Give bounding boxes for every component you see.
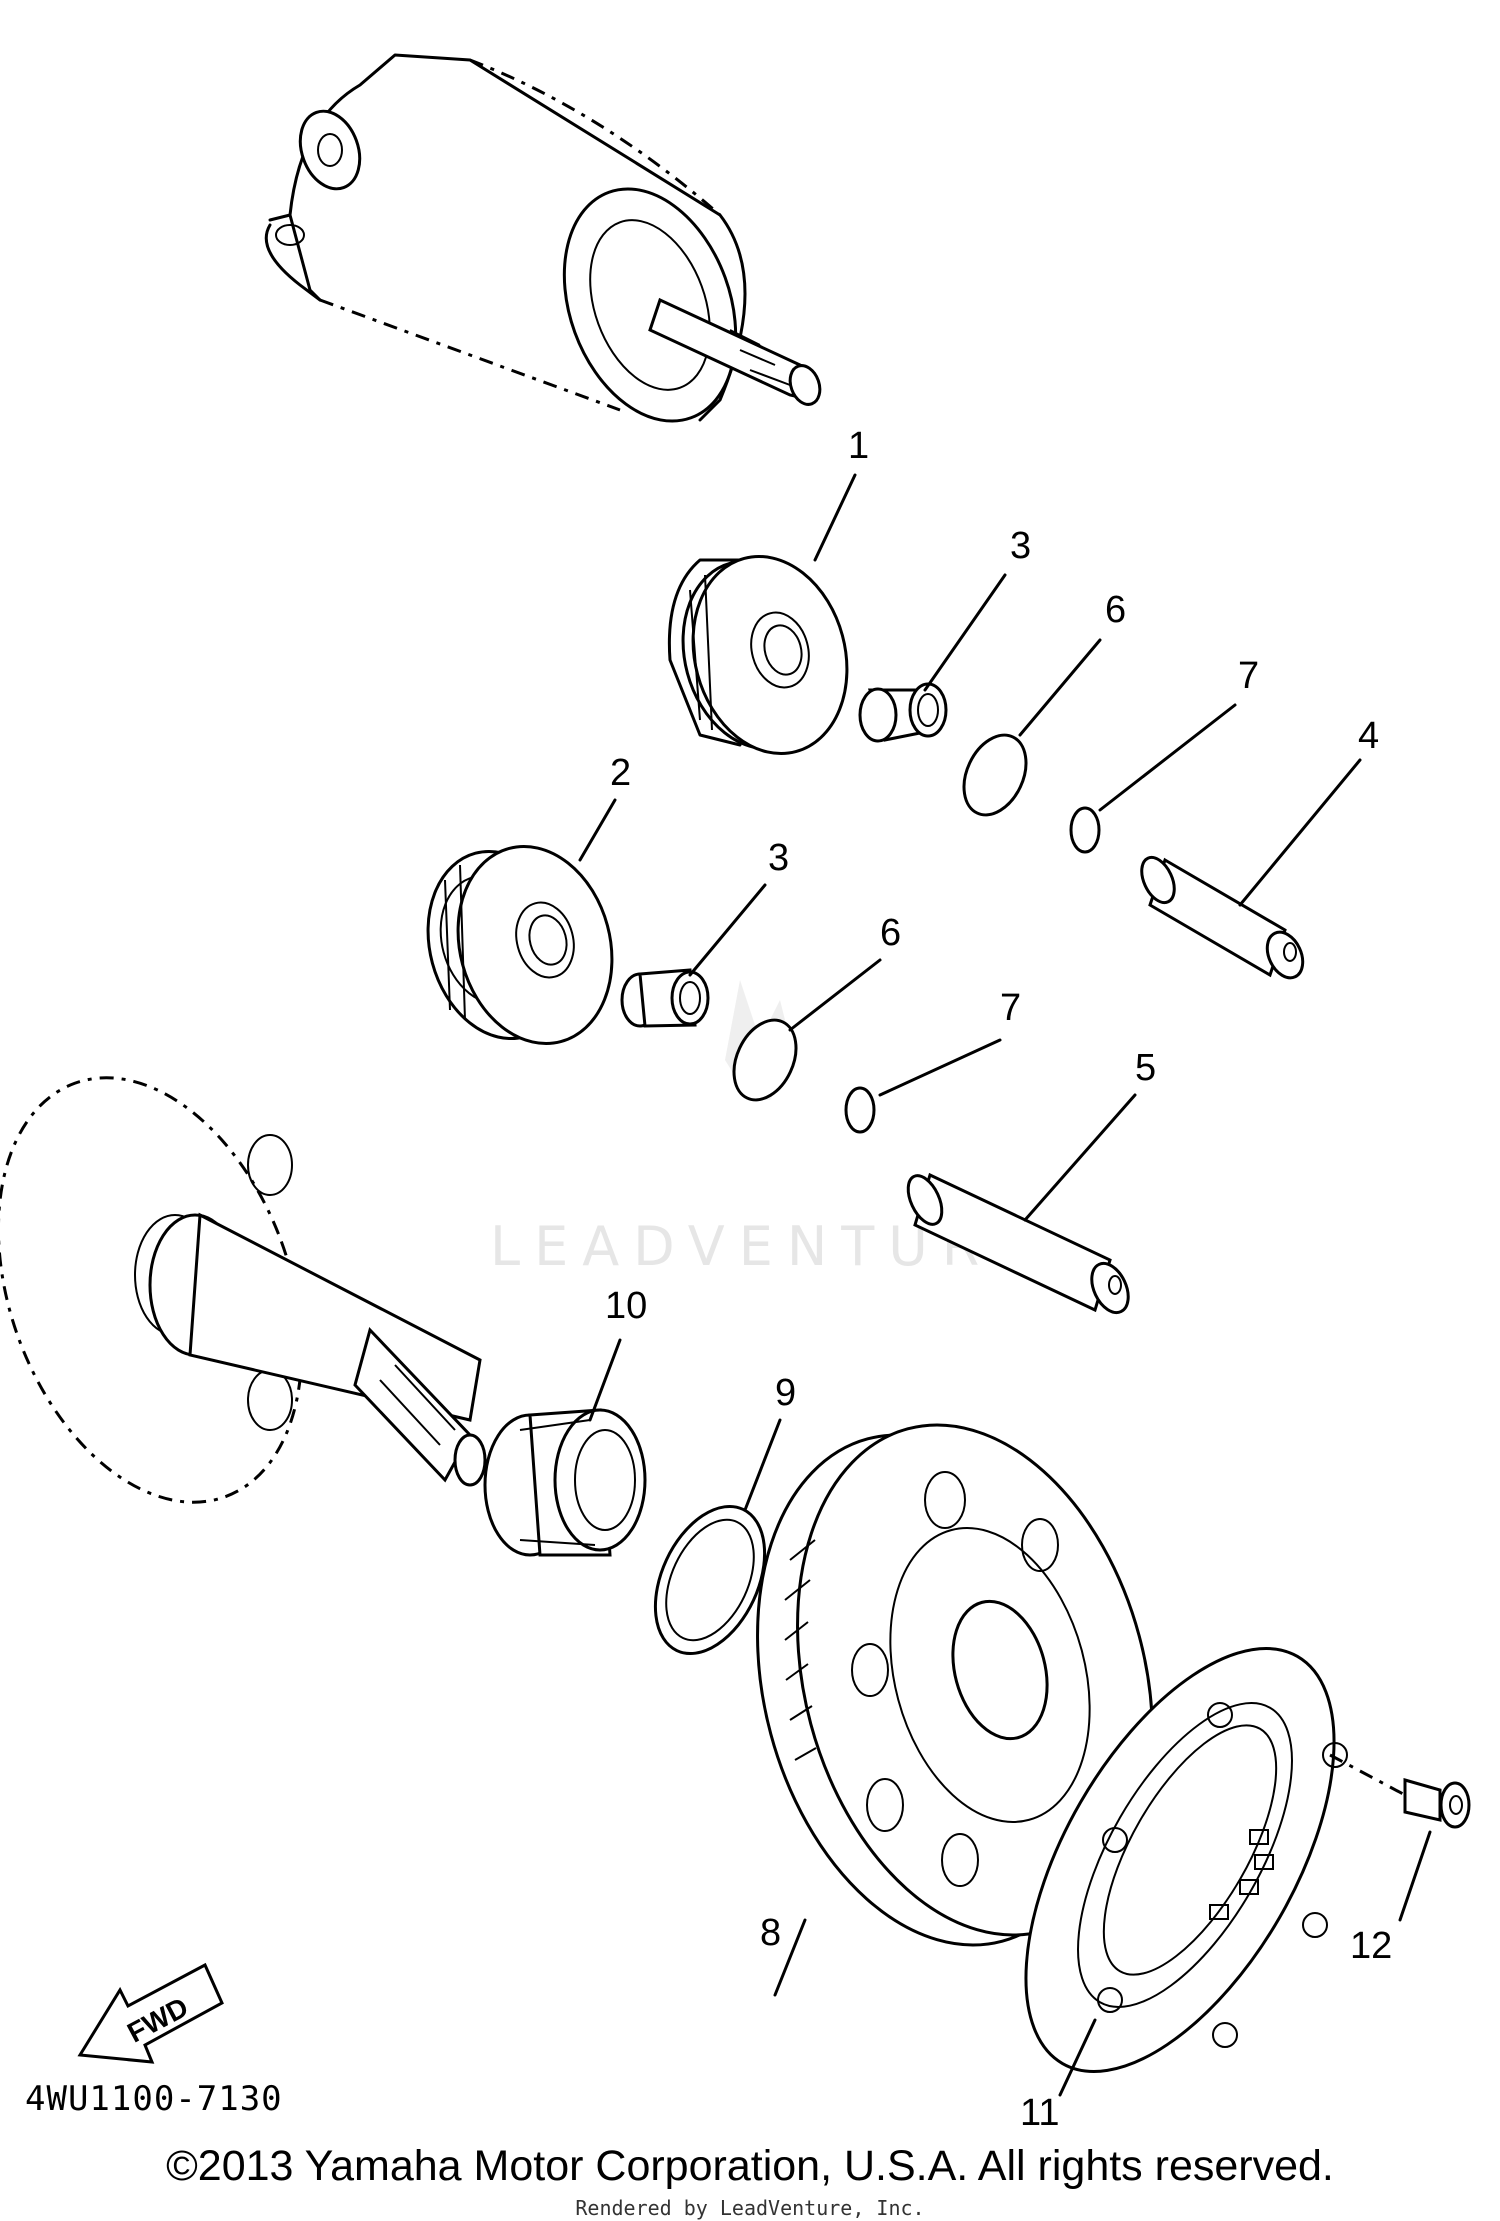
leader-lines bbox=[578, 473, 1432, 2097]
bearing-part-10 bbox=[483, 1408, 647, 1557]
gear-part-1 bbox=[667, 554, 849, 756]
callout-labels: 1 2 3 3 4 5 6 6 7 7 8 9 10 11 12 bbox=[605, 425, 1392, 2134]
fwd-arrow-icon: FWD bbox=[77, 1962, 224, 2064]
one-way-clutch-part-11 bbox=[1024, 1647, 1348, 2073]
circlip-upper bbox=[1069, 806, 1101, 854]
callout-9: 9 bbox=[775, 1372, 796, 1414]
diagram-code: 4WU1100-7130 bbox=[25, 2079, 283, 2119]
callout-12: 12 bbox=[1350, 1925, 1392, 1967]
output-shaft bbox=[0, 1076, 487, 1504]
circlip-lower bbox=[844, 1086, 876, 1134]
bolt-part-12 bbox=[1329, 1753, 1471, 1829]
starter-wheel-gear-part-8 bbox=[756, 1423, 1154, 1947]
callout-6-upper: 6 bbox=[1105, 589, 1126, 631]
needle-bearing-lower bbox=[620, 968, 710, 1028]
callout-7-lower: 7 bbox=[1000, 987, 1021, 1029]
callout-4: 4 bbox=[1358, 715, 1379, 757]
shaft-part-5 bbox=[906, 1172, 1130, 1315]
washer-upper bbox=[962, 733, 1028, 817]
gear-part-2 bbox=[426, 844, 614, 1046]
callout-7-upper: 7 bbox=[1238, 655, 1259, 697]
washer-lower bbox=[732, 1018, 798, 1102]
callout-3-lower: 3 bbox=[768, 837, 789, 879]
callout-5: 5 bbox=[1135, 1047, 1156, 1089]
shaft-part-4 bbox=[1140, 855, 1305, 980]
callout-8: 8 bbox=[760, 1912, 781, 1954]
callout-2: 2 bbox=[610, 752, 631, 794]
needle-bearing-upper bbox=[858, 682, 948, 743]
callout-11: 11 bbox=[1020, 2092, 1059, 2134]
callout-1: 1 bbox=[848, 425, 869, 467]
starter-motor bbox=[264, 53, 822, 423]
callout-10: 10 bbox=[605, 1285, 647, 1327]
copyright-notice: ©2013 Yamaha Motor Corporation, U.S.A. A… bbox=[166, 2142, 1334, 2190]
callout-3-upper: 3 bbox=[1010, 525, 1031, 567]
callout-6-lower: 6 bbox=[880, 912, 901, 954]
rendered-by-notice: Rendered by LeadVenture, Inc. bbox=[575, 2196, 925, 2220]
washer-part-9 bbox=[653, 1504, 767, 1656]
